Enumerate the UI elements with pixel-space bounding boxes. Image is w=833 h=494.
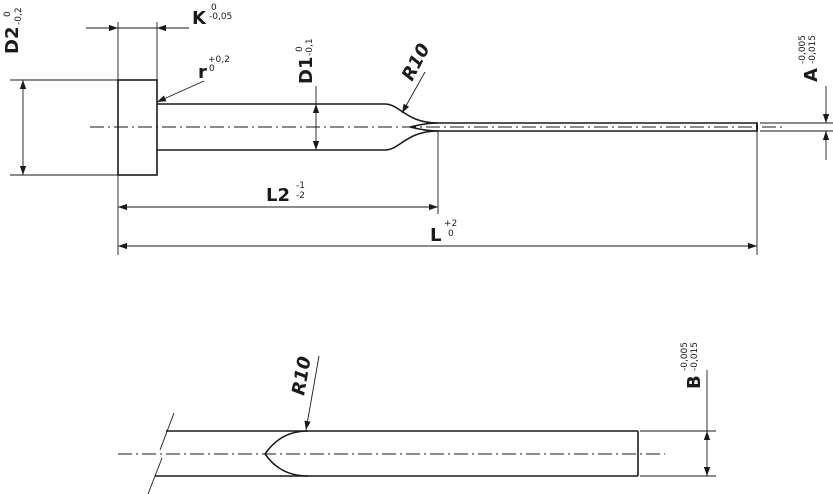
b-tol-upper: -0,005 [680,342,690,371]
pin-head [117,79,158,176]
l-tol-lower: 0 [448,229,454,239]
l2-tol-lower: -2 [296,191,305,201]
d2-tol-upper: 0 [3,11,13,17]
l-tol-upper: +2 [444,219,457,229]
detail-view: R10 B -0,005 -0,015 [118,342,716,494]
d1-tol-lower: -0,1 [305,38,315,56]
a-tol-upper: -0,005 [798,35,808,64]
b-label: B [684,375,705,389]
a-label: A [801,68,822,82]
r-label: r [198,62,207,83]
main-view: D2 0 -0,2 K 0 -0,05 r +0,2 0 D1 0 -0,1 R… [2,3,833,255]
r-leader [156,80,205,103]
k-tol-upper: 0 [211,3,217,13]
r-tol-upper: +0,2 [208,55,230,65]
d2-tol-lower: -0,2 [14,7,24,25]
d2-label: D2 [2,27,23,54]
k-tol-lower: -0,05 [209,12,232,22]
r-tol-lower: 0 [209,64,215,74]
b-tol-lower: -0,015 [690,342,700,371]
detail-pointed-tip [264,430,309,477]
r10-detail-label: R10 [288,355,315,397]
a-tol-lower: -0,015 [808,35,818,64]
d1-label: D1 [296,57,317,84]
l2-tol-upper: -1 [296,181,305,191]
r10-top-label: R10 [398,40,435,84]
r10-detail-leader [304,355,320,431]
tip-transition [409,122,439,132]
l-label: L [430,225,441,246]
l2-label: L2 [266,185,290,206]
d1-tol-upper: 0 [295,46,305,52]
r10-top-leader [401,71,426,114]
k-label: K [192,8,207,29]
